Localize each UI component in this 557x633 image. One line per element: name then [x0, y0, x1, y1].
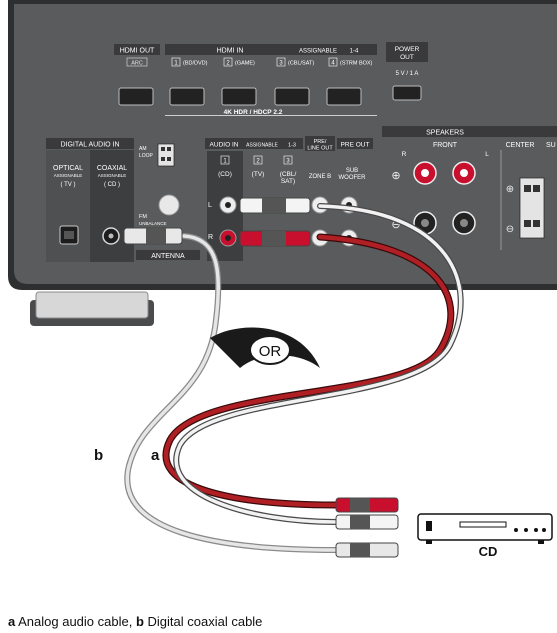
front-l-label: L: [485, 151, 489, 158]
hdmi-in-num-1: 1: [174, 61, 178, 67]
hdmi-in-num-3: 3: [279, 61, 283, 67]
audio-in-right-label: R: [208, 234, 213, 241]
cd-player: CD: [417, 513, 553, 559]
hdmi-in-label-2: (GAME): [235, 61, 255, 67]
caption: a Analog audio cable, b Digital coaxial …: [8, 614, 262, 629]
front-r-label: R: [402, 151, 407, 158]
cd-label: CD: [479, 544, 498, 559]
hdmi-in-label-3: (CBL/SAT): [288, 61, 314, 67]
hdmi-out-section: HDMI OUT ARC: [114, 44, 160, 106]
audio-in-range: 1-3: [288, 143, 296, 149]
hdmi-in-num-2: 2: [226, 61, 230, 67]
optical-assignable: ASSIGNABLE: [54, 173, 83, 178]
audio-in-label-3: (CBL/: [280, 171, 297, 178]
cables: [123, 197, 464, 558]
usb-port: [392, 85, 422, 101]
audio-in-title: AUDIO IN: [210, 142, 239, 149]
antenna-title: ANTENNA: [151, 253, 185, 260]
audio-in-num-2: 2: [256, 159, 260, 165]
hdmi-in-port-4: [326, 87, 362, 106]
or-badge: OR: [210, 327, 320, 368]
digital-audio-in-section: DIGITAL AUDIO IN OPTICAL ASSIGNABLE ( TV…: [46, 138, 134, 262]
hdmi-out-title: HDMI OUT: [120, 48, 155, 55]
audio-in-label-1: (CD): [218, 171, 232, 178]
arc-label: ARC: [131, 61, 143, 67]
loop-label: LOOP: [139, 153, 154, 159]
audio-in-left-label: L: [208, 202, 212, 209]
hdmi-in-num-4: 4: [331, 61, 335, 67]
zone-b-label: ZONE B: [309, 174, 331, 180]
hdmi-in-title: HDMI IN: [217, 48, 244, 55]
fm-label: FM: [139, 214, 147, 220]
hdmi-in-port-3: [274, 87, 310, 106]
optical-label: OPTICAL: [53, 165, 83, 172]
audio-in-num-box-3: [283, 155, 293, 165]
power-out-title-1: POWER: [395, 46, 420, 53]
surround-label: SU: [546, 142, 556, 149]
caption-b-text: Digital coaxial cable: [143, 614, 263, 629]
hdmi-in-port-2: [221, 87, 257, 106]
speakers-section: SPEAKERS FRONT R L CENTER SU ⊕ ⊖ ⊕ ⊖: [382, 126, 557, 250]
pre-out-title: PRE OUT: [341, 142, 370, 149]
hdmi-in-num-box-1: [171, 57, 181, 67]
audio-in-num-box-2: [253, 155, 263, 165]
sub-label: SUB: [346, 168, 358, 174]
antenna-section: AM LOOP FM UNBALANCE ANTENNA: [136, 143, 200, 260]
audio-in-num-box-1: [220, 155, 230, 165]
power-out-title-2: OUT: [400, 54, 414, 61]
audio-in-num-3: 3: [286, 159, 290, 165]
fm-antenna-port: [158, 194, 180, 216]
audio-in-label-2: (TV): [252, 171, 265, 178]
hdmi-in-range: 1-4: [350, 49, 359, 55]
hdmi-in-label-1: (BD/DVD): [183, 61, 208, 67]
or-label: OR: [259, 343, 282, 360]
optical-source: ( TV ): [61, 182, 76, 188]
am-terminal: [157, 143, 175, 167]
hdmi-out-port: [118, 87, 154, 106]
coaxial-assignable: ASSIGNABLE: [98, 173, 127, 178]
audio-in-num-1: 1: [223, 159, 227, 165]
woofer-label: WOOFER: [339, 175, 367, 181]
coaxial-source: ( CD ): [104, 182, 120, 188]
hdmi-in-label-4: (STRM BOX): [340, 61, 373, 67]
audio-in-label-3-line-2: SAT): [281, 178, 295, 185]
pre-line-out-title-1: PRE/: [314, 139, 327, 145]
hdmi-in-num-box-4: [328, 57, 338, 67]
center-minus-symbol: ⊖: [506, 224, 514, 235]
front-minus-symbol: ⊖: [391, 219, 400, 231]
pre-line-out-title-2: LINE OUT: [307, 146, 333, 152]
front-plus-symbol: ⊕: [391, 170, 400, 182]
digital-audio-in-title: DIGITAL AUDIO IN: [60, 142, 119, 149]
cable-b-label: b: [94, 447, 103, 464]
center-terminal: [519, 177, 545, 239]
coaxial-label: COAXIAL: [97, 165, 127, 172]
center-plus-symbol: ⊕: [506, 184, 514, 195]
hdmi-in-num-box-2: [223, 57, 233, 67]
hdmi-in-section: HDMI IN ASSIGNABLE 1-4 1 (BD/DVD) 2 (GAME) 3…: [165, 44, 377, 116]
power-out-section: POWER OUT 5 V / 1 A: [386, 42, 428, 101]
unbalance-label: UNBALANCE: [139, 221, 167, 226]
am-label: AM: [139, 146, 147, 152]
hdmi-in-port-1: [169, 87, 205, 106]
audio-in-assignable: ASSIGNABLE: [246, 143, 278, 149]
hdmi-spec: 4K HDR / HDCP 2.2: [224, 109, 283, 116]
front-label: FRONT: [433, 142, 458, 149]
center-label: CENTER: [506, 142, 535, 149]
caption-a-key: a: [8, 614, 16, 629]
hdmi-in-assignable: ASSIGNABLE: [299, 49, 337, 55]
speakers-title: SPEAKERS: [426, 130, 464, 137]
caption-a-text: Analog audio cable,: [15, 614, 136, 629]
caption-b-key: b: [135, 614, 144, 629]
power-out-rating: 5 V / 1 A: [396, 71, 419, 77]
cable-a-label: a: [151, 447, 160, 464]
audio-in-section: AUDIO IN ASSIGNABLE 1-3 1 (CD) 2 (TV) 3 (CBL/…: [205, 138, 303, 261]
hdmi-in-num-box-3: [276, 57, 286, 67]
